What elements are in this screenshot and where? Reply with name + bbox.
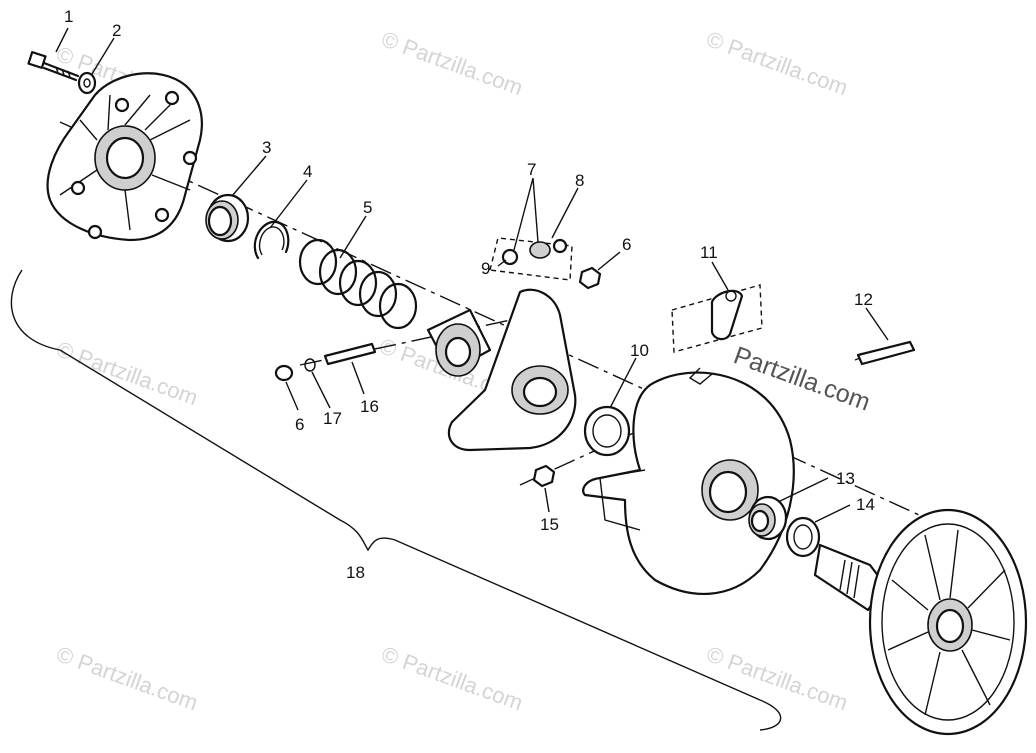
- part-11-clip: [671, 284, 763, 353]
- watermark-3: © Partzilla.com: [703, 26, 851, 100]
- callout-11: 11: [700, 243, 718, 262]
- part-10-washer: [583, 405, 631, 457]
- callout-7: 7: [527, 160, 536, 179]
- callout-18: 18: [346, 563, 365, 582]
- callout-4: 4: [303, 162, 312, 181]
- clutch-cover-plate: [46, 72, 203, 242]
- callout-15: 15: [540, 515, 559, 534]
- leader-lines: [55, 27, 889, 523]
- watermark-7: © Partzilla.com: [53, 641, 201, 715]
- movable-sheave: [582, 367, 795, 595]
- callout-8: 8: [575, 171, 584, 190]
- part-6-nut-upper: [578, 266, 602, 290]
- assembly-bracket: [10, 269, 782, 731]
- callout-2: 2: [112, 21, 121, 40]
- watermark-9: © Partzilla.com: [703, 641, 851, 715]
- callout-6a: 6: [622, 235, 631, 254]
- callout-3: 3: [262, 138, 271, 157]
- part-3-bushing: [205, 193, 250, 243]
- callout-5: 5: [363, 198, 372, 217]
- callout-12: 12: [854, 290, 873, 309]
- part-1-bolt: [27, 51, 80, 82]
- part-15-nut: [532, 464, 556, 488]
- callout-16: 16: [360, 397, 379, 416]
- part-12-pin: [854, 340, 916, 366]
- pin-axis-lower: [519, 429, 641, 486]
- part-13-bushing: [748, 495, 788, 541]
- callout-13: 13: [836, 469, 855, 488]
- callout-1: 1: [64, 7, 73, 26]
- parts-6-17-16-pin-set: [274, 342, 377, 382]
- part-5-spring: [298, 238, 418, 330]
- part-4-snap-ring: [253, 220, 290, 260]
- parts-7-8-9-rollers: [489, 237, 573, 281]
- callout-17: 17: [323, 409, 342, 428]
- center-axis: [59, 121, 931, 521]
- callout-numbers: 1 2 3 4 5 6 7 8 9 6 10 11 12 13 14 15 17…: [64, 7, 875, 582]
- part-2-washer: [77, 71, 97, 95]
- watermark-2: © Partzilla.com: [378, 26, 526, 100]
- roller-sleeve: [426, 308, 492, 377]
- callout-14: 14: [856, 495, 875, 514]
- callout-6b: 6: [295, 415, 304, 434]
- callout-10: 10: [630, 341, 649, 360]
- part-14-washer: [785, 516, 821, 558]
- watermark-8: © Partzilla.com: [378, 641, 526, 715]
- fixed-sheave-with-shaft: [813, 508, 1028, 736]
- spider-roller-arm: [447, 288, 577, 452]
- watermark-4: © Partzilla.com: [53, 336, 201, 410]
- callout-9: 9: [481, 259, 490, 278]
